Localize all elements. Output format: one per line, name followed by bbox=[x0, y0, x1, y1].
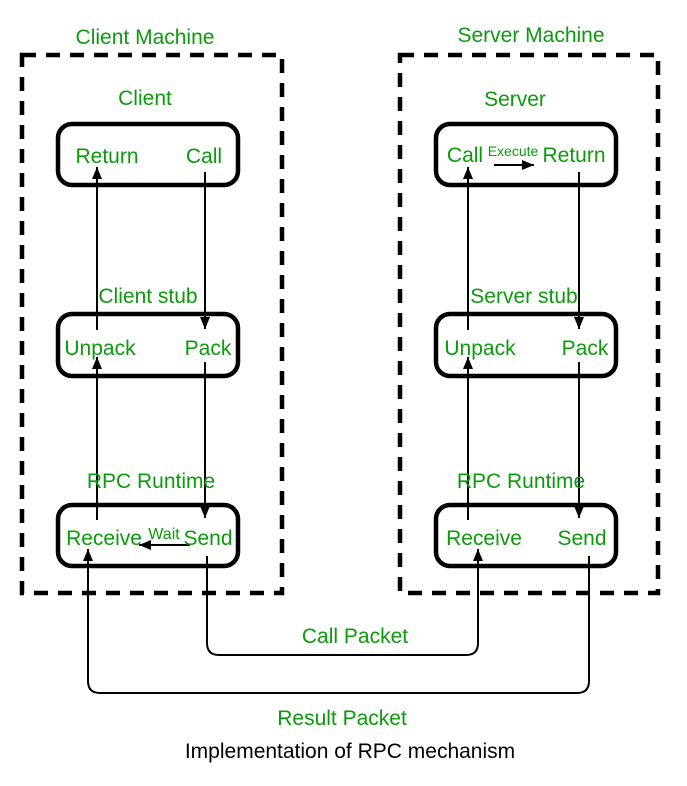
diagram-caption: Implementation of RPC mechanism bbox=[185, 740, 515, 763]
server-rpc-runtime-label: RPC Runtime bbox=[457, 470, 585, 493]
result-packet-arrow bbox=[83, 549, 590, 694]
server-receive-label: Receive bbox=[446, 527, 522, 550]
client-unpack-label: Unpack bbox=[64, 337, 136, 360]
client-call-label: Call bbox=[186, 145, 222, 168]
server-machine-title: Server Machine bbox=[457, 24, 604, 47]
server-stub-label: Server stub bbox=[470, 285, 577, 308]
client-rpc-runtime-box bbox=[55, 502, 241, 569]
server-pack-label: Pack bbox=[562, 337, 609, 360]
client-label: Client bbox=[118, 87, 172, 110]
server-label: Server bbox=[484, 88, 546, 111]
client-rpc-runtime-label: RPC Runtime bbox=[87, 470, 215, 493]
execute-label: Execute bbox=[488, 143, 539, 159]
result-packet-label: Result Packet bbox=[277, 707, 407, 730]
call-packet-arrow bbox=[206, 549, 483, 656]
client-machine-title: Client Machine bbox=[76, 26, 215, 49]
wait-label: Wait bbox=[148, 526, 180, 543]
server-unpack-label: Unpack bbox=[444, 337, 516, 360]
client-return-label: Return bbox=[75, 145, 138, 168]
client-stub-box bbox=[55, 311, 241, 379]
call-packet-label: Call Packet bbox=[302, 625, 408, 648]
server-box bbox=[433, 121, 619, 188]
client-stub-label: Client stub bbox=[98, 285, 197, 308]
client-machine-boundary bbox=[19, 52, 285, 596]
client-box bbox=[55, 121, 241, 188]
client-receive-label: Receive bbox=[66, 527, 142, 550]
client-pack-label: Pack bbox=[185, 337, 232, 360]
client-send-label: Send bbox=[183, 527, 232, 550]
server-send-label: Send bbox=[557, 527, 606, 550]
server-call-label: Call bbox=[447, 144, 483, 167]
server-machine-boundary bbox=[397, 52, 661, 596]
server-return-label: Return bbox=[542, 144, 605, 167]
server-stub-box bbox=[433, 311, 619, 379]
